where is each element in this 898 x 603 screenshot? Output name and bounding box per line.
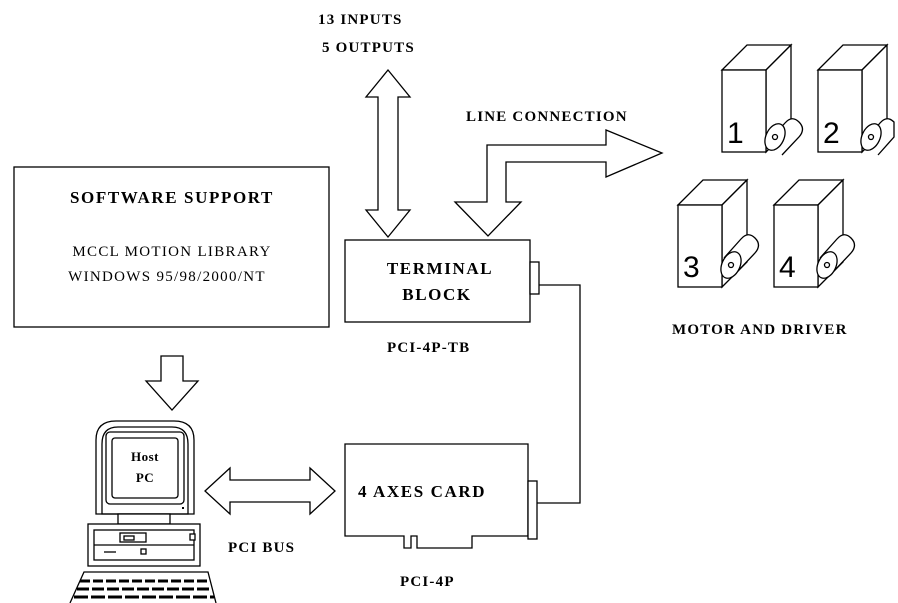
- axes-card-bracket: [527, 480, 538, 540]
- line-connection-label: LINE CONNECTION: [466, 109, 628, 125]
- terminal-block-connector: [529, 261, 540, 295]
- software-line-1: MCCL MOTION LIBRARY: [72, 244, 271, 260]
- software-support-box: [13, 166, 330, 328]
- io-double-arrow: [364, 68, 412, 239]
- host-pc-line-1: Host: [131, 449, 159, 464]
- motor-2: [816, 43, 895, 156]
- axes-card-label: 4 AXES CARD: [358, 482, 486, 501]
- software-support-title: SOFTWARE SUPPORT: [70, 188, 274, 207]
- motor-3-label: 3: [683, 251, 700, 284]
- motor-4-label: 4: [779, 251, 796, 284]
- line-connection-arrow: [453, 129, 664, 237]
- terminal-block: [344, 239, 531, 323]
- motor-2-label: 2: [823, 117, 840, 150]
- motor-driver-caption: MOTOR AND DRIVER: [672, 322, 848, 338]
- host-pc-line-2: PC: [136, 470, 154, 485]
- software-line-2: WINDOWS 95/98/2000/NT: [68, 269, 266, 285]
- terminal-block-line-1: TERMINAL: [387, 259, 493, 278]
- motor-4: [772, 178, 856, 289]
- pci-bus-label: PCI BUS: [228, 540, 295, 556]
- inputs-label: 13 INPUTS: [318, 12, 403, 28]
- motor-1: [720, 43, 804, 156]
- software-down-arrow: [144, 355, 200, 411]
- axes-card-part: PCI-4P: [400, 574, 455, 590]
- host-pc-icon: [69, 420, 217, 603]
- terminal-block-line-2: BLOCK: [402, 285, 471, 304]
- terminal-block-part: PCI-4P-TB: [387, 340, 470, 356]
- ribbon-cable: [537, 284, 581, 504]
- pci-bus-arrow: [204, 466, 336, 516]
- motor-3: [676, 178, 760, 289]
- motor-1-label: 1: [727, 117, 744, 150]
- outputs-label: 5 OUTPUTS: [322, 40, 415, 56]
